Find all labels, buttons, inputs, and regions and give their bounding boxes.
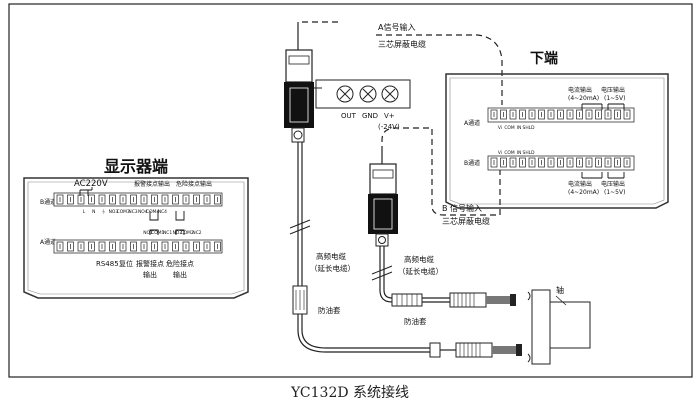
voltage-out-top: 电压输出 <box>601 86 625 94</box>
diagram-frame <box>8 3 693 378</box>
display-title: 显示器端 <box>104 157 168 176</box>
shaft <box>527 289 591 365</box>
current-out-bottom: 电流输出 <box>568 180 592 188</box>
display-alarm-out-top: 报警接点输出 <box>134 180 170 188</box>
display-output-2: 输出 <box>173 270 187 279</box>
terminal-label: IN <box>517 150 522 156</box>
display-reset: 复位 <box>119 259 133 268</box>
ext-cable-b-label: （延长电缆） <box>398 266 443 276</box>
voltage-range-bottom: (1~5V) <box>604 189 625 196</box>
terminal-label: ⏚ <box>101 209 105 215</box>
terminal-label: Vi <box>498 125 502 131</box>
display-row-a-label: A通道 <box>40 238 56 246</box>
oil-guard-a-label: 防油套 <box>318 305 341 315</box>
terminal-label: COM <box>504 150 515 156</box>
b-signal-cable <box>381 127 501 216</box>
a-cable-label: 三芯屏蔽电缆 <box>378 39 426 49</box>
preamplifier-a <box>284 28 314 143</box>
display-danger-out-top: 危险接点输出 <box>176 180 212 188</box>
bottom-row-b-label: B通道 <box>464 159 480 167</box>
probe-upper <box>449 292 516 308</box>
box-vplus-label: V+ <box>384 112 395 120</box>
current-out-top: 电流输出 <box>568 86 592 94</box>
b-cable-label: 三芯屏蔽电缆 <box>442 216 490 226</box>
box-24v-label: (-24V) <box>378 123 400 131</box>
terminal-label: NC2 <box>192 230 201 236</box>
terminal-label: L <box>83 209 86 215</box>
current-range-bottom: (4~20mA) <box>568 189 599 196</box>
voltage-out-bottom: 电压输出 <box>601 180 625 188</box>
terminal-label: IN <box>517 125 522 131</box>
a-signal-cable <box>297 21 503 105</box>
display-danger-contact: 危险接点 <box>166 259 194 268</box>
terminal-label: COM4 <box>146 209 159 215</box>
terminal-label: NO3 <box>109 209 119 215</box>
oil-guard-b-label: 防油套 <box>404 316 427 326</box>
probe-lower <box>429 342 522 358</box>
diagram-caption: YC132D 系统接线 <box>290 385 410 401</box>
preamplifier-b <box>368 152 398 247</box>
display-output-1: 输出 <box>143 270 157 279</box>
terminal-label: NC3 <box>128 209 137 215</box>
terminal-label: COM3 <box>117 209 130 215</box>
terminal-label: SHLD <box>523 125 536 131</box>
terminal-label: NC1 <box>163 230 172 236</box>
bottom-row-a-label: A通道 <box>464 119 480 127</box>
terminal-label: NO2 <box>173 230 183 236</box>
a-signal-label: A信号输入 <box>378 22 415 32</box>
terminal-label: NC4 <box>158 209 167 215</box>
terminal-label: NO4 <box>138 209 148 215</box>
current-range-top: (4~20mA) <box>568 95 599 102</box>
terminal-label: NO1 <box>143 230 153 236</box>
hf-cable-b <box>371 246 450 307</box>
ext-cable-a-label: （延长电缆） <box>310 263 355 273</box>
display-alarm-contact: 报警接点 <box>136 259 164 268</box>
terminal-label: COM2 <box>181 230 194 236</box>
shaft-label: 轴 <box>556 285 564 295</box>
bottom-end-title: 下端 <box>530 50 558 67</box>
terminal-label: Vi <box>498 150 502 156</box>
terminal-label: COM <box>504 125 515 131</box>
hf-cable-a <box>289 142 430 353</box>
terminal-label: SHLD <box>523 150 536 156</box>
display-ac-label: AC220V <box>74 179 108 189</box>
box-out-label: OUT <box>341 112 357 120</box>
terminal-label: N <box>92 209 95 215</box>
display-row-b-label: B通道 <box>40 198 56 206</box>
hf-cable-b-label: 高频电缆 <box>404 254 434 264</box>
b-signal-label: B 信号输入 <box>442 203 482 213</box>
terminal-box: OUT GND V+ (-24V) <box>314 79 411 131</box>
hf-cable-a-label: 高频电缆 <box>316 251 346 261</box>
voltage-range-top: (1~5V) <box>604 95 625 102</box>
display-rs485: RS485 <box>96 260 119 268</box>
box-gnd-label: GND <box>362 112 378 120</box>
